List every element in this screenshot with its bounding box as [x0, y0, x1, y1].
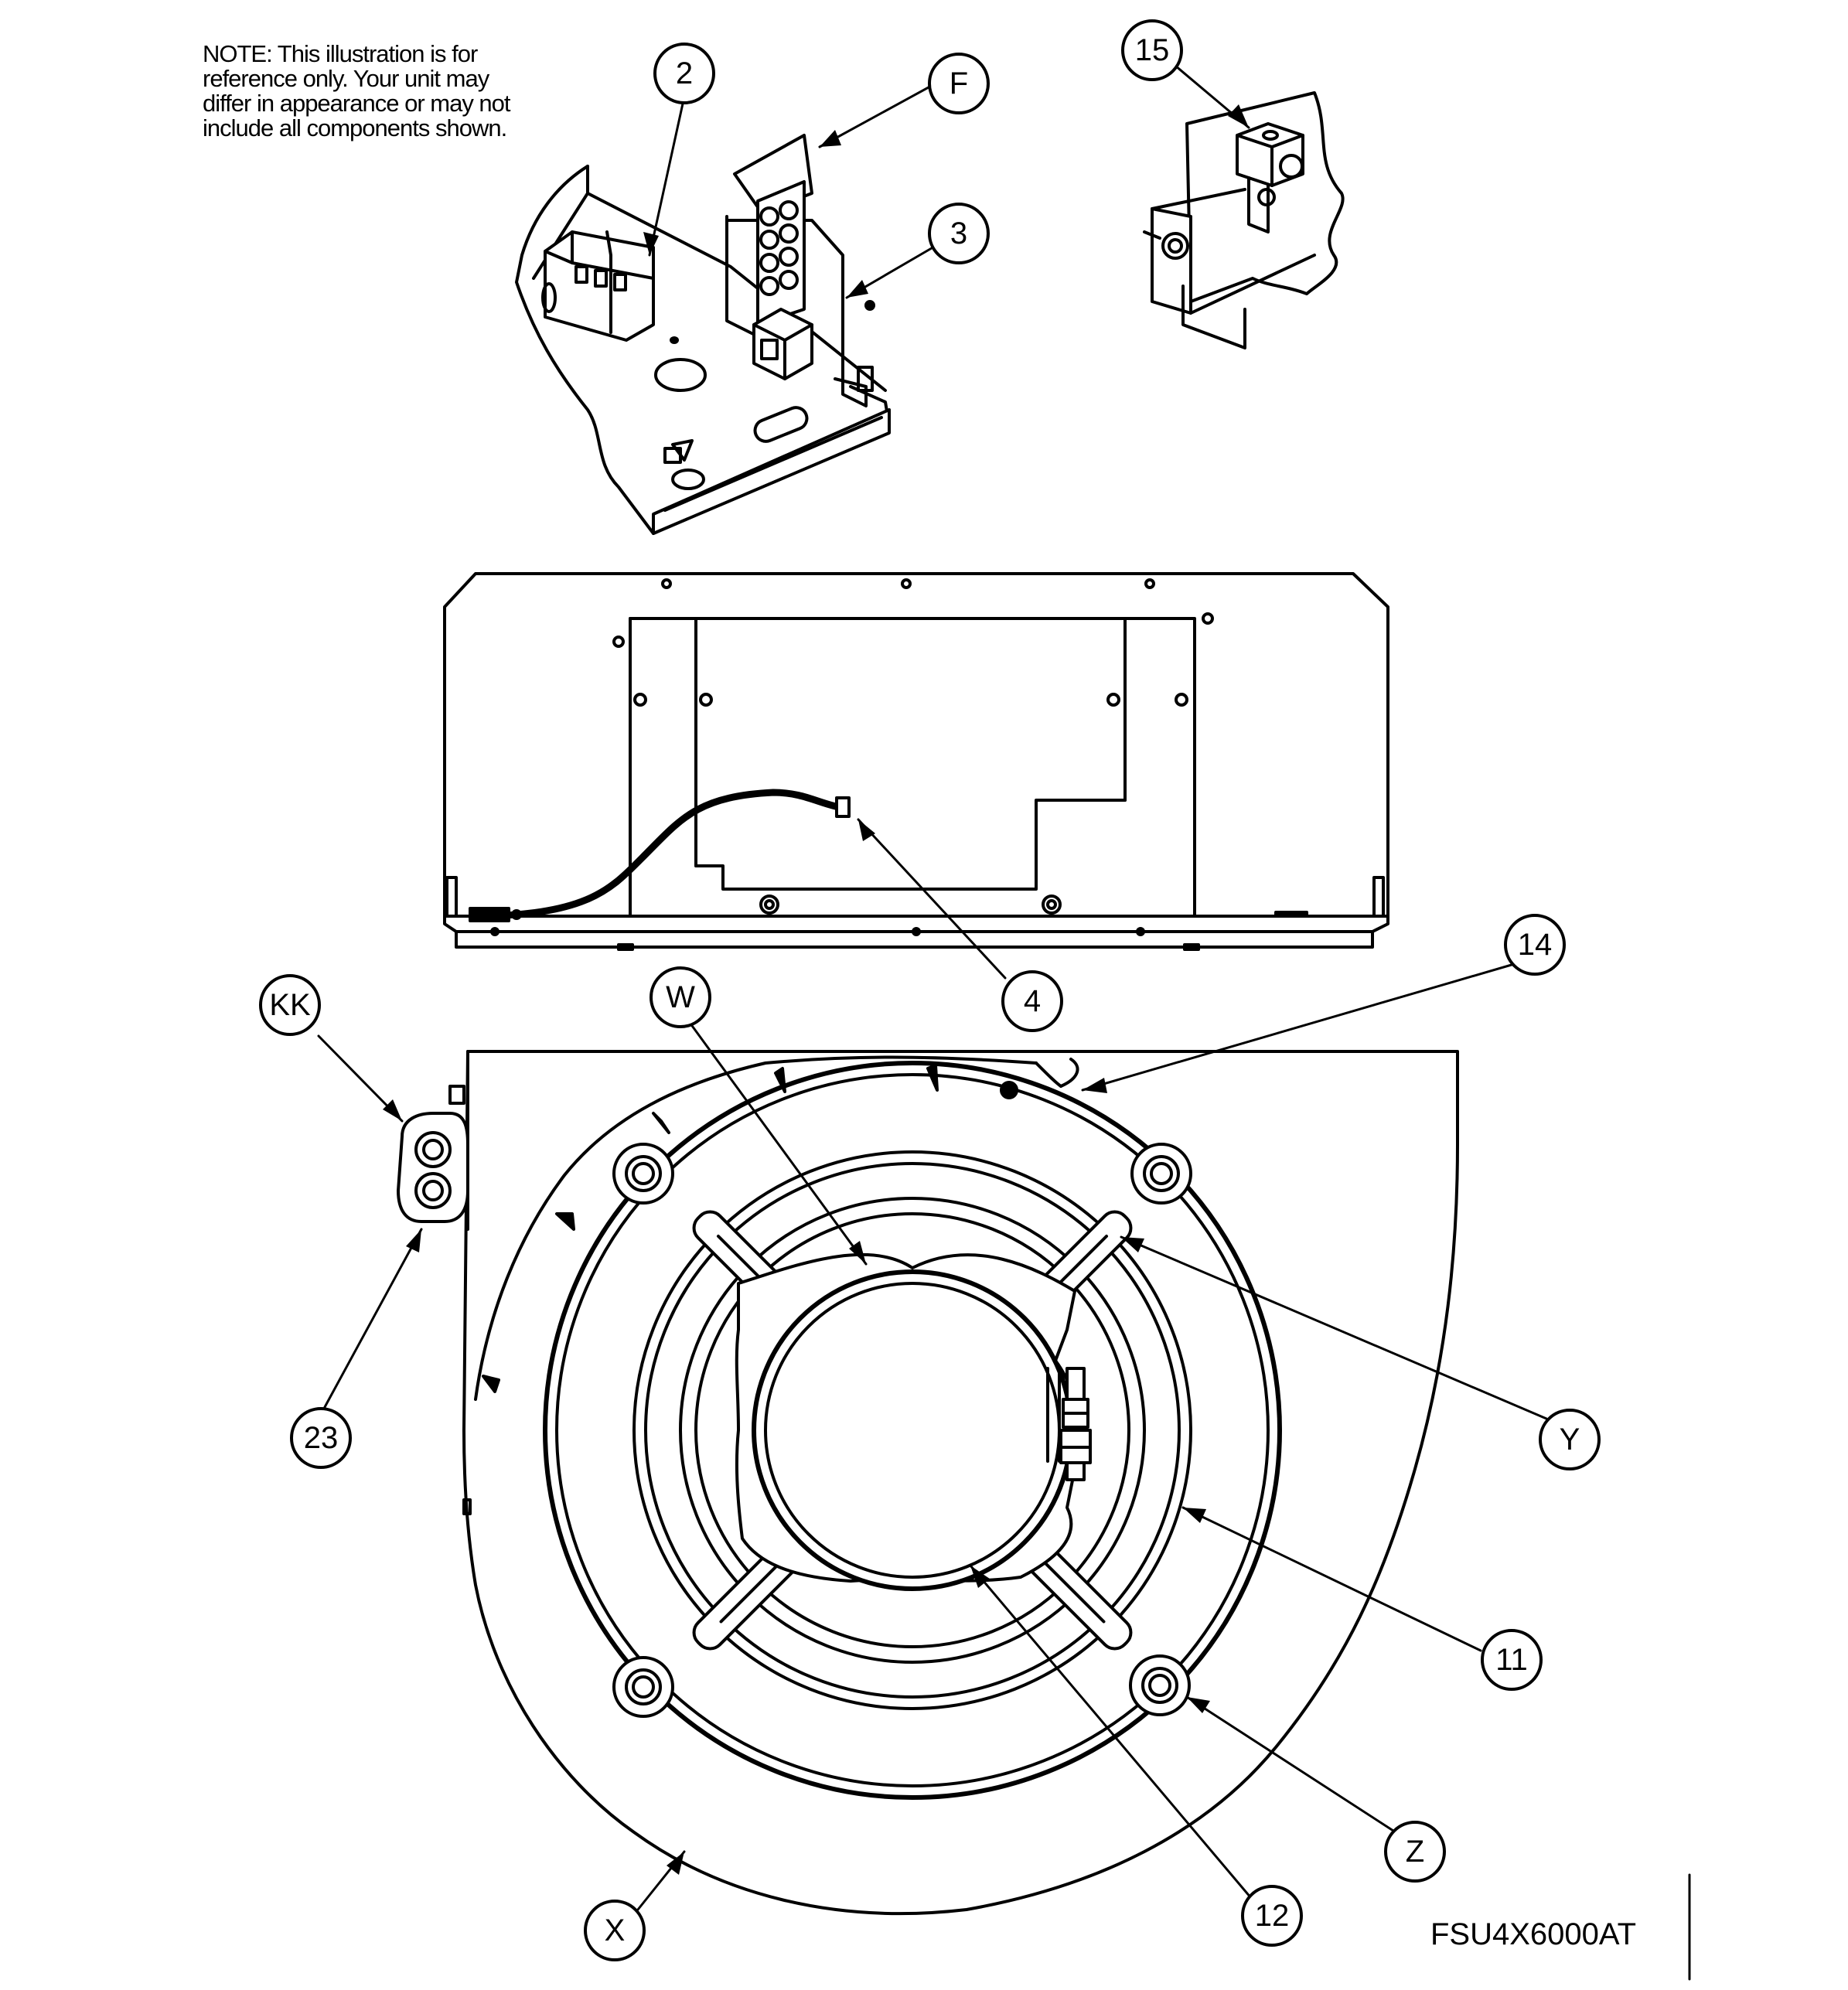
callout-4: 4 [1001, 970, 1063, 1032]
relay [752, 308, 813, 380]
model-number: FSU4X6000AT [1430, 1917, 1637, 1951]
callout-KK-label: KK [269, 988, 311, 1022]
callout-11: 11 [1481, 1629, 1543, 1691]
note-line-3: differ in appearance or may not [203, 90, 511, 117]
reference-note: NOTE: This illustration is for reference… [203, 42, 574, 141]
sensor-wire [468, 789, 851, 922]
terminal-strip [733, 134, 813, 326]
callout-Y-label: Y [1560, 1423, 1580, 1457]
blower-housing [462, 1050, 1459, 1916]
callout-4-label: 4 [1024, 984, 1041, 1018]
arrowheads [383, 104, 1249, 1875]
callout-3-label: 3 [950, 216, 967, 250]
callout-12-label: 12 [1255, 1899, 1290, 1933]
ground-lug-assembly [1143, 91, 1345, 349]
callout-14: 14 [1504, 914, 1566, 976]
blower-motor [735, 1252, 1080, 1591]
callout-Z-label: Z [1406, 1835, 1424, 1869]
callout-3: 3 [928, 203, 990, 264]
callout-F-label: F [950, 66, 968, 101]
callout-Z: Z [1384, 1821, 1446, 1883]
callout-11-label: 11 [1495, 1643, 1528, 1677]
callout-2: 2 [653, 43, 715, 104]
callout-12: 12 [1241, 1885, 1303, 1947]
access-panel [443, 572, 1389, 951]
callout-23-label: 23 [304, 1421, 339, 1455]
callout-15-label: 15 [1135, 33, 1170, 67]
note-line-1: NOTE: This illustration is for [203, 40, 478, 67]
callout-15: 15 [1121, 19, 1183, 81]
transformer [541, 230, 655, 342]
blower-assembly [397, 1050, 1459, 1916]
note-line-2: reference only. Your unit may [203, 65, 489, 92]
callout-X-label: X [605, 1913, 626, 1947]
band-clamp-bolt [1059, 1367, 1092, 1481]
control-box-assembly [515, 134, 891, 535]
wire-grommet [397, 1085, 469, 1223]
callouts: 2 F 3 15 14 4 KK W 23 Y 11 Z X 12 [259, 19, 1601, 1961]
callout-23: 23 [290, 1407, 352, 1469]
callout-2-label: 2 [676, 56, 693, 90]
callout-F: F [928, 53, 990, 114]
callout-W: W [650, 966, 711, 1028]
callout-14-label: 14 [1518, 928, 1553, 962]
callout-X: X [584, 1900, 646, 1961]
callout-Y: Y [1539, 1409, 1601, 1470]
note-line-4: include all components shown. [203, 114, 507, 141]
callout-KK: KK [259, 974, 321, 1036]
leader-lines [317, 64, 1548, 1911]
callout-W-label: W [666, 980, 695, 1014]
